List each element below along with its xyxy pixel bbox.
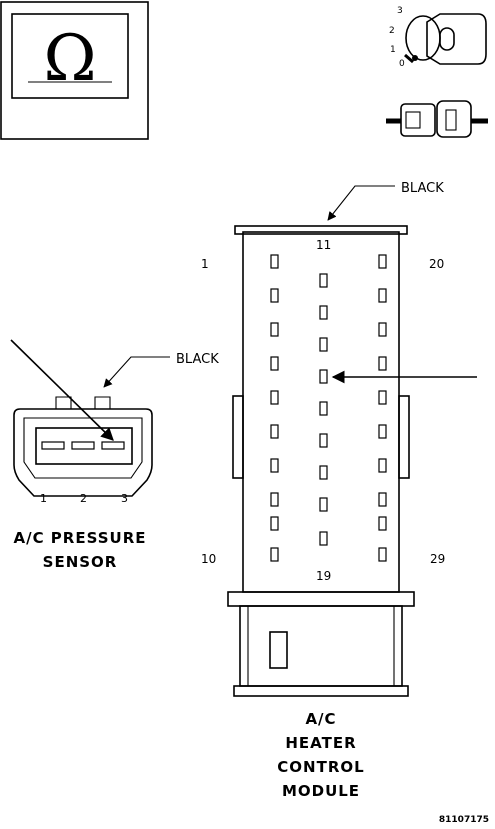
ignition-key-icon: 3 2 1 0 <box>389 6 487 69</box>
sensor-cavity-1 <box>41 441 65 450</box>
module-cavities-right <box>378 254 387 562</box>
ignition-pos-3: 3 <box>397 6 403 16</box>
figure-id: 81107175 <box>439 815 489 825</box>
module-cavities-center <box>319 273 328 546</box>
module-pin-label-20: 20 <box>429 257 444 271</box>
sensor-pin-label-2: 2 <box>80 492 87 505</box>
sensor-wire-color-leader <box>103 356 170 388</box>
sensor-pin-label-1: 1 <box>40 492 47 505</box>
sensor-probe-arrow <box>10 339 114 441</box>
module-cavities-left <box>270 254 279 562</box>
module-pin-label-1: 1 <box>201 257 209 271</box>
module-pin-label-29: 29 <box>430 552 445 566</box>
module-pin-label-19: 19 <box>316 569 331 583</box>
module-wire-color: BLACK <box>401 181 444 196</box>
module-connector <box>227 225 415 697</box>
module-title-line1: A/C <box>305 710 336 728</box>
module-title-line4: MODULE <box>282 782 360 800</box>
ignition-pos-1: 1 <box>390 45 396 55</box>
sensor-cavity-2 <box>71 441 95 450</box>
module-pin-label-10: 10 <box>201 552 216 566</box>
ohmmeter-icon: Ω <box>0 1 149 140</box>
ohm-symbol: Ω <box>43 22 96 96</box>
ignition-pos-0: 0 <box>399 59 405 69</box>
ignition-pos-2: 2 <box>389 26 395 36</box>
sensor-wire-color: BLACK <box>176 352 219 367</box>
sensor-title-line2: SENSOR <box>43 553 118 571</box>
module-pin-label-11: 11 <box>316 238 331 252</box>
sensor-housing <box>13 408 153 497</box>
module-title-line3: CONTROL <box>277 758 364 776</box>
ac-pressure-sensor <box>13 396 153 497</box>
module-title-line2: HEATER <box>285 734 356 752</box>
module-wire-color-leader <box>327 185 395 221</box>
sensor-cavity-3 <box>101 441 125 450</box>
module-cavity-target <box>319 369 328 384</box>
sensor-pin-label-3: 3 <box>121 492 128 505</box>
sensor-title-line1: A/C PRESSURE <box>13 529 146 547</box>
connector-pair-icon <box>386 100 488 138</box>
